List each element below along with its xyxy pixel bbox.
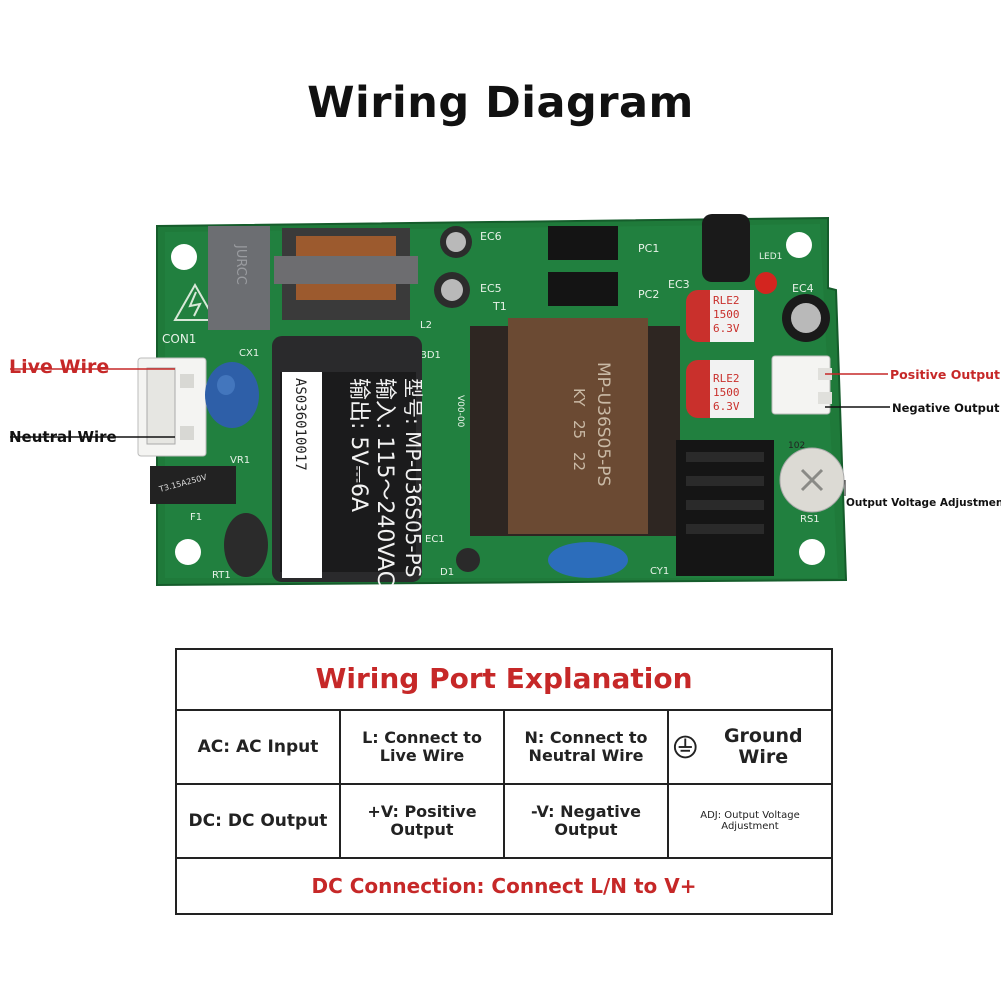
wiring-port-table: Wiring Port Explanation AC: AC Input L: … xyxy=(175,648,833,915)
neutral-wire-label: Neutral Wire xyxy=(9,428,117,446)
svg-text:型号: MP-U36S05-PS: 型号: MP-U36S05-PS xyxy=(401,378,425,577)
svg-text:6.3V: 6.3V xyxy=(713,322,740,335)
output-capacitor: RLE2 1500 6.3V xyxy=(686,360,754,418)
negative-output-label: Negative Output xyxy=(892,401,1000,415)
svg-text:F1: F1 xyxy=(190,512,202,523)
svg-text:RT1: RT1 xyxy=(212,570,231,581)
svg-text:EC4: EC4 xyxy=(792,282,814,295)
svg-text:PC1: PC1 xyxy=(638,242,659,255)
table-header: Wiring Port Explanation xyxy=(175,648,833,711)
grey-choke xyxy=(208,226,270,330)
table-row: AC: AC Input L: Connect to Live Wire N: … xyxy=(175,709,833,785)
svg-text:102: 102 xyxy=(788,441,805,451)
output-connector xyxy=(771,355,831,415)
mount-hole xyxy=(175,539,201,565)
table-cell: +V: Positive Output xyxy=(339,783,505,859)
output-capacitor: RLE2 1500 6.3V xyxy=(686,290,754,342)
thermistor xyxy=(224,513,268,577)
output-voltage-adjustment-label: Output Voltage Adjustment xyxy=(846,497,1001,509)
ground-wire-text: Ground Wire xyxy=(723,725,803,768)
svg-text:25: 25 xyxy=(570,420,588,439)
fuse xyxy=(150,466,236,504)
ground-icon xyxy=(673,735,697,759)
svg-text:AS036010017: AS036010017 xyxy=(292,378,308,471)
svg-text:V00-00: V00-00 xyxy=(455,395,465,428)
svg-text:L2: L2 xyxy=(420,320,432,331)
svg-text:VR1: VR1 xyxy=(230,455,250,466)
mount-hole xyxy=(171,244,197,270)
mount-hole xyxy=(786,232,812,258)
table-cell: ADJ: Output Voltage Adjustment xyxy=(667,783,833,859)
svg-text:CY1: CY1 xyxy=(650,566,669,577)
silk-con1: CON1 xyxy=(162,332,196,346)
svg-text:输入: 115～240VAC: 输入: 115～240VAC xyxy=(372,378,397,586)
table-cell: -V: Negative Output xyxy=(503,783,669,859)
svg-text:1500: 1500 xyxy=(713,308,740,321)
svg-text:EC1: EC1 xyxy=(425,534,445,545)
page-title: Wiring Diagram xyxy=(307,78,694,128)
table-cell: L: Connect to Live Wire xyxy=(339,709,505,785)
optocoupler-pc2 xyxy=(548,272,618,306)
table-cell: N: Connect to Neutral Wire xyxy=(503,709,669,785)
svg-text:JURCC: JURCC xyxy=(233,244,248,285)
svg-text:RLE2: RLE2 xyxy=(713,294,740,307)
positive-output-label: Positive Output xyxy=(890,367,1001,382)
svg-text:RS1: RS1 xyxy=(800,514,820,525)
varistor xyxy=(205,362,259,428)
svg-text:LED1: LED1 xyxy=(759,252,782,262)
table-cell: DC: DC Output xyxy=(175,783,341,859)
svg-text:D1: D1 xyxy=(440,567,454,578)
mount-hole xyxy=(799,539,825,565)
optocoupler-pc1 xyxy=(548,226,618,260)
table-footer: DC Connection: Connect L/N to V+ xyxy=(175,857,833,915)
table-cell: Ground Wire xyxy=(667,709,833,785)
svg-text:1500: 1500 xyxy=(713,386,740,399)
svg-text:KY: KY xyxy=(570,388,588,407)
table-row: DC: DC Output +V: Positive Output -V: Ne… xyxy=(175,783,833,859)
live-wire-label: Live Wire xyxy=(9,356,110,378)
y-capacitor xyxy=(548,542,628,578)
svg-text:EC6: EC6 xyxy=(480,230,502,243)
svg-text:CX1: CX1 xyxy=(239,348,259,359)
svg-text:MP-U36S05-PS: MP-U36S05-PS xyxy=(593,362,613,486)
svg-text:6.3V: 6.3V xyxy=(713,400,740,413)
svg-text:PC2: PC2 xyxy=(638,288,659,301)
svg-text:BD1: BD1 xyxy=(420,350,441,361)
black-capacitor xyxy=(702,214,750,282)
led xyxy=(755,272,777,294)
svg-text:22: 22 xyxy=(570,452,588,471)
svg-text:EC3: EC3 xyxy=(668,278,690,291)
svg-text:T1: T1 xyxy=(492,300,507,313)
svg-text:RLE2: RLE2 xyxy=(713,372,740,385)
table-cell: AC: AC Input xyxy=(175,709,341,785)
svg-text:输出: 5V⎓6A: 输出: 5V⎓6A xyxy=(346,378,371,512)
svg-text:EC5: EC5 xyxy=(480,282,502,295)
